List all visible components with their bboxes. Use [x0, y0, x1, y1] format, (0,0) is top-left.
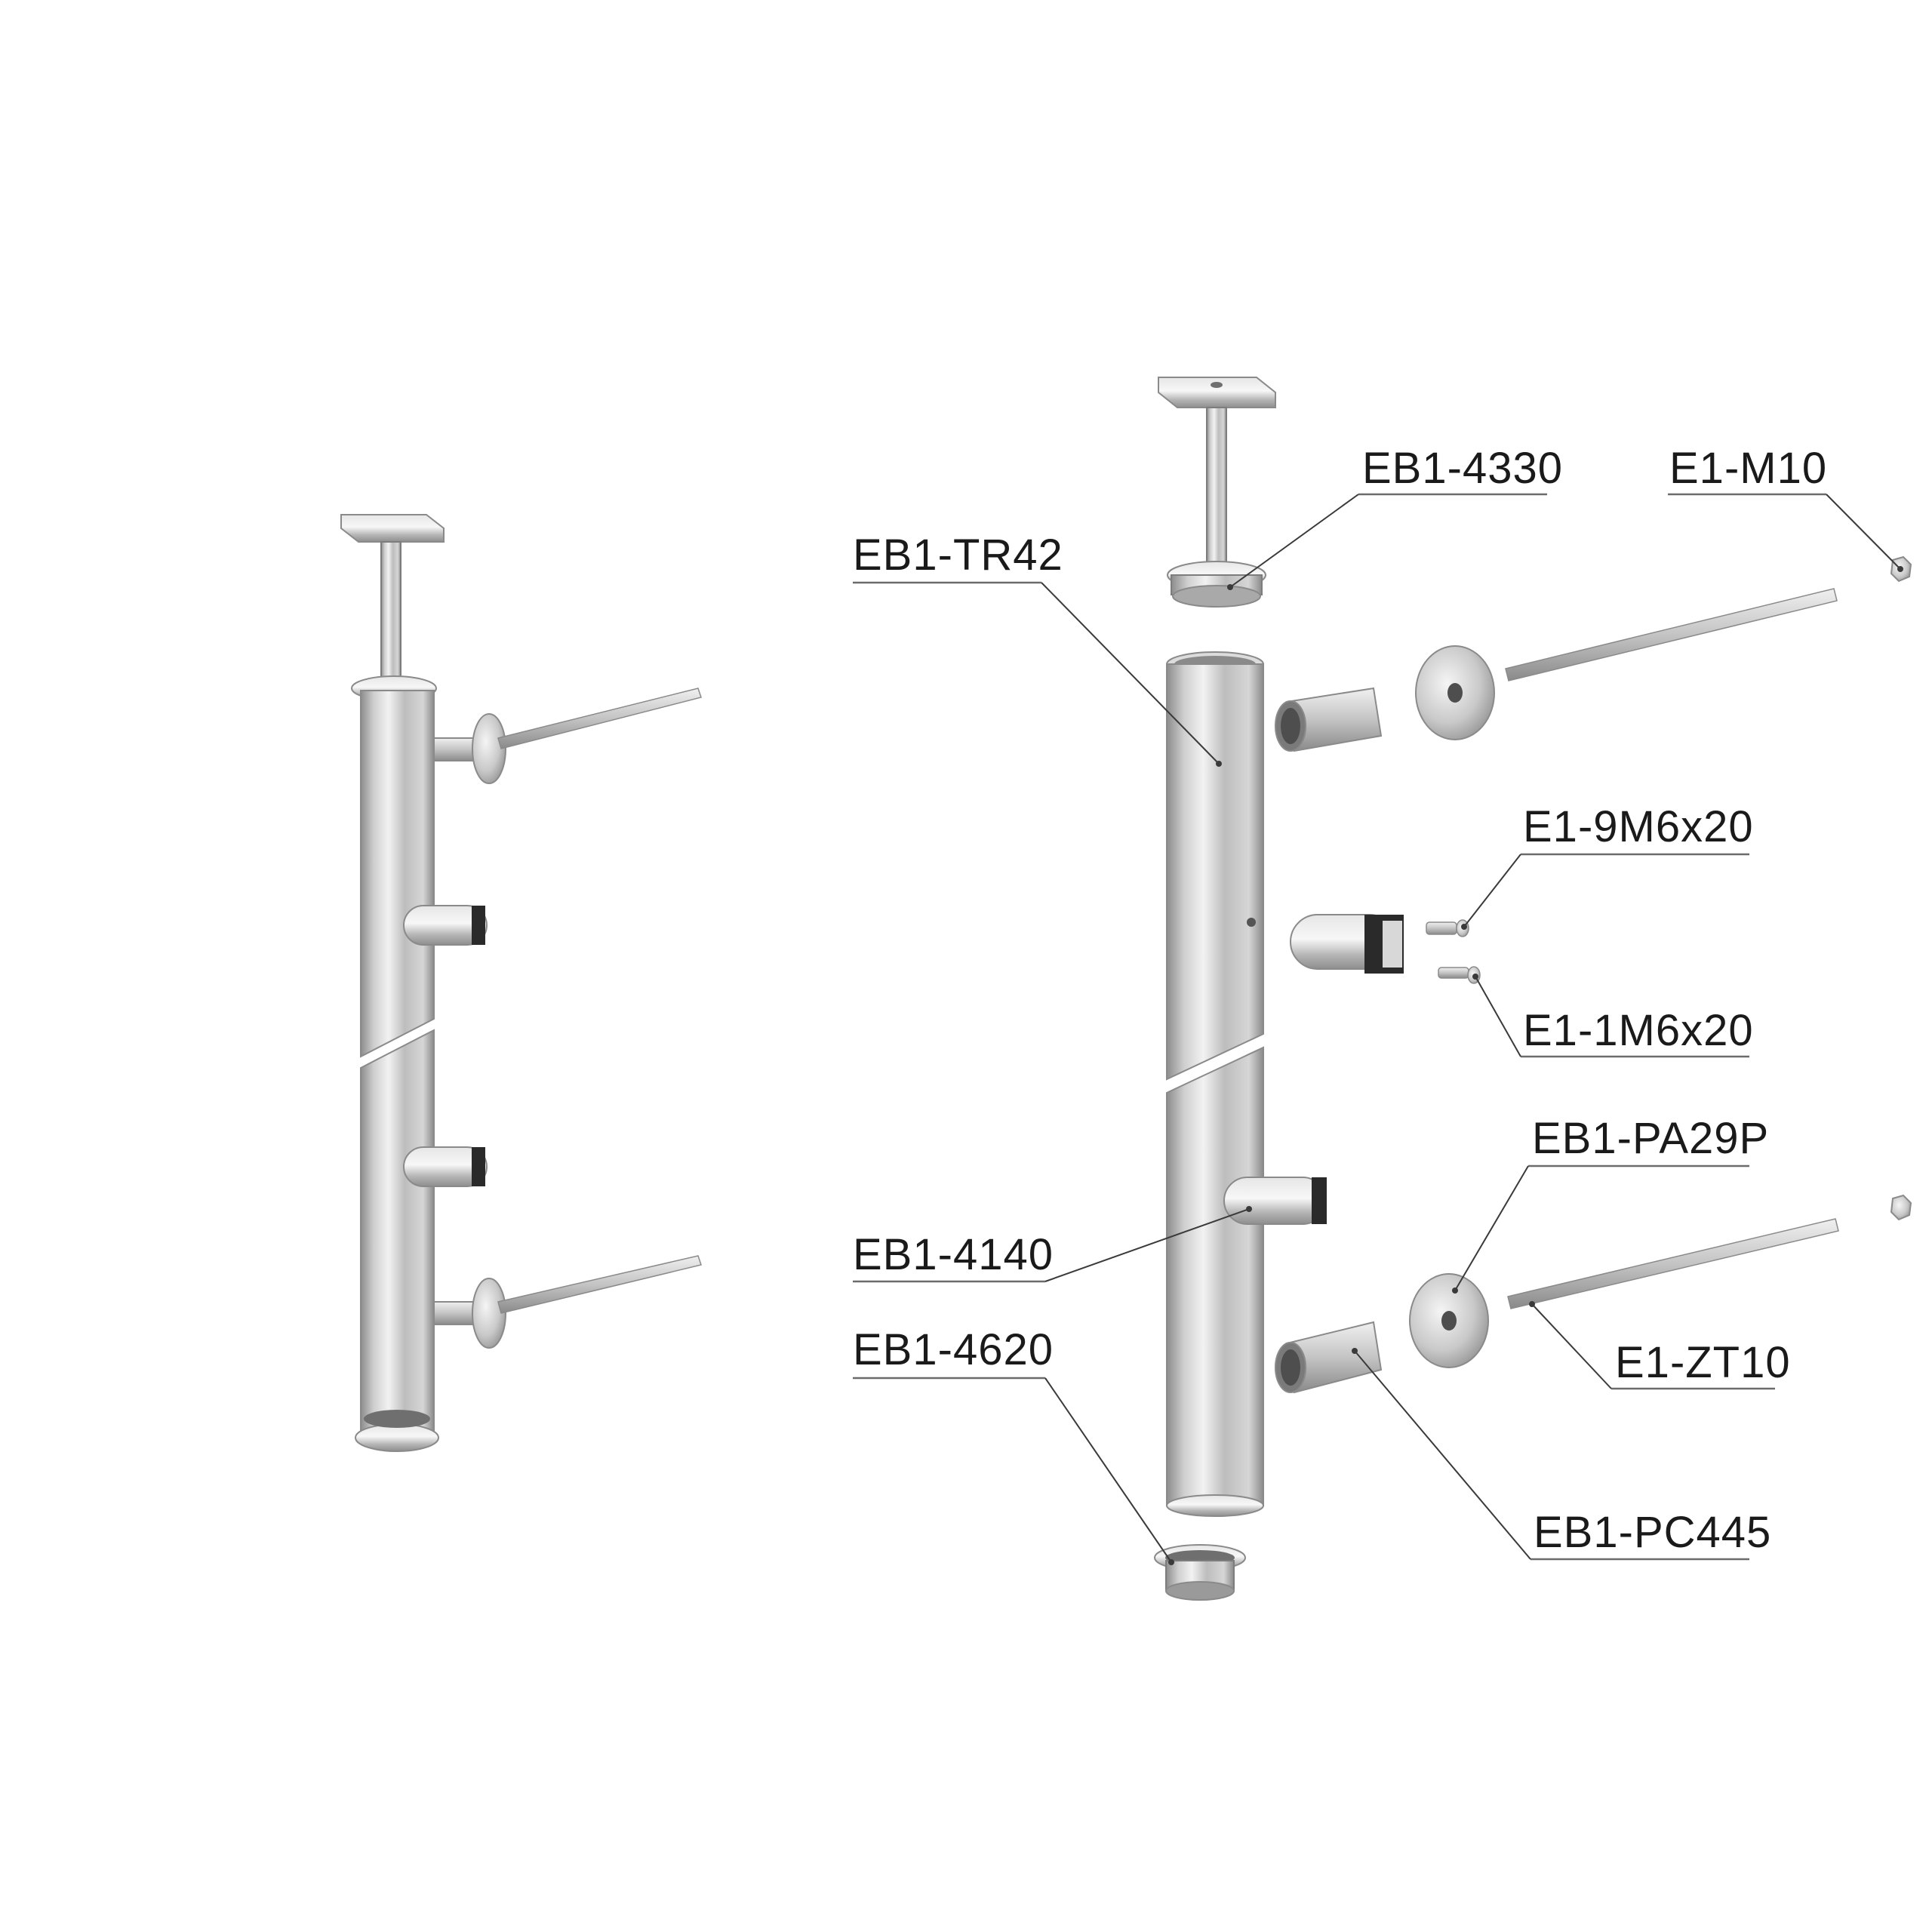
- assembled-bottom-cap: [355, 1423, 439, 1452]
- assembled-tube-upper: [360, 690, 435, 1058]
- upper-threaded-rod-part: [1505, 588, 1838, 681]
- callout-eb1-4140: EB1-4140: [853, 1206, 1252, 1283]
- main-tube-upper: [1166, 663, 1264, 1081]
- assembled-glass-clamp-upper: [403, 905, 488, 946]
- callout-e1-9m6x20: E1-9M6x20: [1461, 802, 1754, 930]
- assembled-rod-connector-lower: [433, 1255, 702, 1349]
- screw-9m6x20-part: [1426, 919, 1469, 937]
- label-e1-1m6x20: E1-1M6x20: [1523, 1006, 1754, 1055]
- label-eb1-4330: EB1-4330: [1362, 444, 1563, 493]
- lower-threaded-rod-part: [1507, 1218, 1839, 1309]
- upper-disc-part: [1415, 645, 1495, 740]
- callout-eb1-tr42: EB1-TR42: [853, 531, 1222, 767]
- label-e1-zt10: E1-ZT10: [1615, 1338, 1791, 1387]
- handrail-bracket-part: [1158, 377, 1276, 608]
- callout-e1-1m6x20: E1-1M6x20: [1472, 974, 1754, 1058]
- assembled-glass-clamp-lower: [403, 1146, 488, 1187]
- callout-eb1-4620: EB1-4620: [853, 1325, 1174, 1565]
- label-eb1-pa29p: EB1-PA29P: [1532, 1114, 1769, 1163]
- bottom-end-cap-part: [1154, 1544, 1246, 1601]
- upper-sleeve-part: [1275, 687, 1383, 752]
- label-eb1-tr42: EB1-TR42: [853, 531, 1063, 580]
- label-eb1-4140: EB1-4140: [853, 1230, 1054, 1279]
- callout-e1-m10: E1-M10: [1668, 444, 1903, 572]
- assembled-rod-connector-upper: [433, 688, 702, 784]
- label-e1-9m6x20: E1-9M6x20: [1523, 802, 1754, 851]
- lower-nut-part: [1890, 1194, 1912, 1221]
- assembled-handrail-bracket: [340, 514, 445, 686]
- glass-clamp-part: [1290, 914, 1404, 974]
- callout-eb1-pa29p: EB1-PA29P: [1452, 1114, 1769, 1294]
- callout-eb1-4330: EB1-4330: [1227, 444, 1563, 590]
- label-e1-m10: E1-M10: [1669, 444, 1827, 493]
- callout-e1-zt10: E1-ZT10: [1529, 1301, 1791, 1390]
- exploded-view: [1154, 377, 1912, 1601]
- tube-clamp-part: [1223, 1177, 1327, 1225]
- lower-disc-part: [1409, 1273, 1489, 1368]
- label-eb1-4620: EB1-4620: [853, 1325, 1054, 1374]
- assembled-tube-lower: [360, 1029, 435, 1438]
- label-eb1-pc445: EB1-PC445: [1534, 1508, 1771, 1557]
- lower-sleeve-part: [1275, 1321, 1383, 1394]
- main-tube-lower: [1166, 1046, 1264, 1506]
- callout-eb1-pc445: EB1-PC445: [1352, 1348, 1771, 1561]
- assembled-post: [340, 514, 702, 1452]
